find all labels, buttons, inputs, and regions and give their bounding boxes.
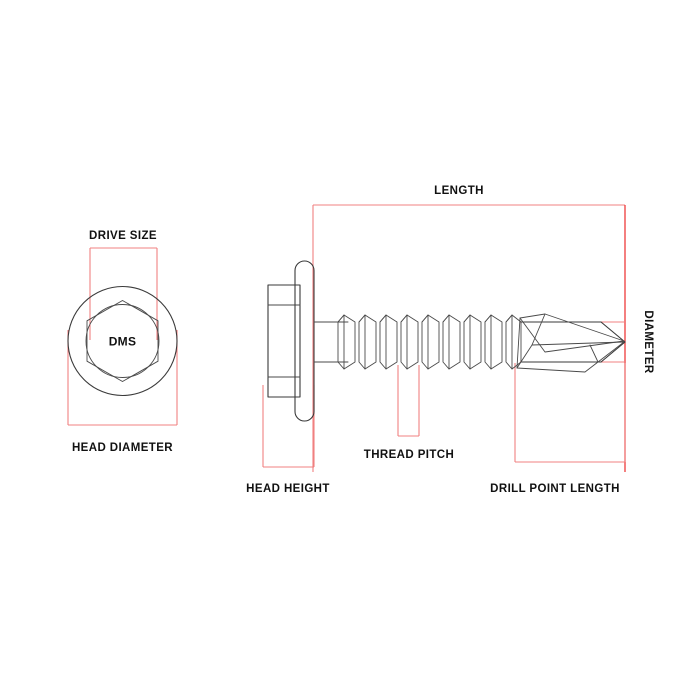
thread-flight bbox=[463, 314, 482, 370]
thread-pitch-label: THREAD PITCH bbox=[364, 449, 454, 461]
length-label: LENGTH bbox=[434, 185, 484, 197]
side-view-group: LENGTH DIAMETER HEAD HEIGHT THREAD PITCH… bbox=[246, 185, 654, 495]
thread-flight bbox=[358, 314, 377, 370]
drill-point-length-dimension bbox=[514, 363, 626, 463]
drill-flute-edge-3 bbox=[516, 317, 521, 369]
head-flange-washer bbox=[294, 260, 315, 422]
drill-flute-edge-2 bbox=[589, 344, 599, 363]
thread-flight bbox=[337, 314, 356, 370]
diameter-label: DIAMETER bbox=[642, 310, 654, 374]
drive-size-dimension bbox=[89, 247, 158, 340]
thread-flight bbox=[379, 314, 398, 370]
drill-tip-point bbox=[600, 321, 626, 363]
drill-flute-upper-face bbox=[519, 313, 625, 353]
hex-drive-outline bbox=[86, 300, 159, 382]
head-height-label: HEAD HEIGHT bbox=[246, 483, 330, 495]
thread-pitch-dimension bbox=[397, 365, 420, 437]
drill-flute-lower-face bbox=[516, 341, 625, 373]
drill-point-tip bbox=[516, 313, 626, 373]
diameter-dimension bbox=[520, 321, 625, 363]
length-dimension bbox=[312, 204, 626, 472]
thread-flight bbox=[421, 314, 440, 370]
drive-size-label: DRIVE SIZE bbox=[89, 230, 157, 242]
thread-flight bbox=[442, 314, 461, 370]
thread-flight bbox=[484, 314, 503, 370]
hex-head-body bbox=[267, 284, 301, 398]
head-outer-circle bbox=[67, 285, 178, 397]
drill-point-length-label: DRILL POINT LENGTH bbox=[490, 483, 620, 495]
thread-crest-links bbox=[337, 314, 513, 323]
head-inner-circle bbox=[85, 304, 160, 378]
thread-flights bbox=[337, 314, 522, 370]
thread-flight bbox=[400, 314, 419, 370]
head-diameter-label: HEAD DIAMETER bbox=[72, 442, 173, 454]
front-view-group: DMS DRIVE SIZE HEAD DIAMETER bbox=[67, 230, 178, 454]
drill-flute-edge-1 bbox=[531, 313, 546, 346]
drive-size-value-text: DMS bbox=[109, 335, 137, 349]
